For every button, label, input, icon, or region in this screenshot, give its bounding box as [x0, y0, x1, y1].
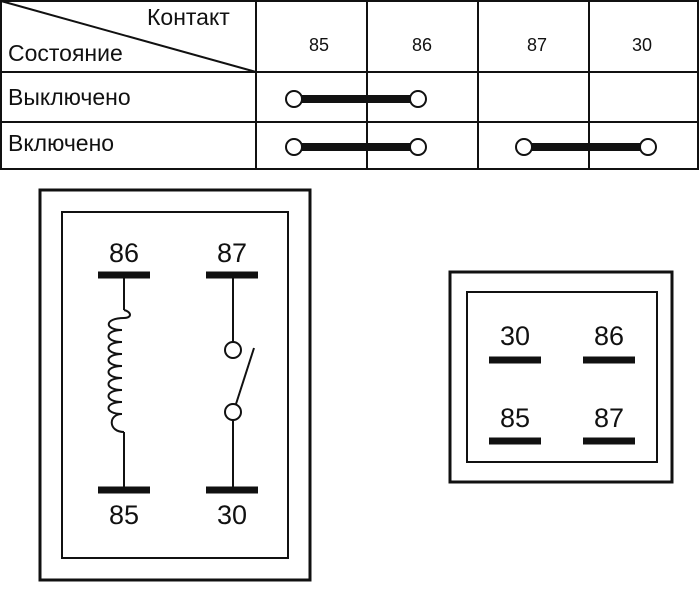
pin-header-86: 86: [411, 35, 433, 55]
state-on-label: Включено: [8, 130, 115, 156]
row-on-connection-85-86: [285, 138, 427, 156]
pin-header-87: 87: [526, 35, 548, 55]
pinout-pin-85: 85: [499, 403, 531, 433]
schematic-pin-85: 85: [108, 500, 140, 530]
state-off-label: Выключено: [8, 84, 131, 110]
row-off-connection-85-86: [285, 90, 427, 108]
switch-contact-bottom-icon: [224, 403, 242, 421]
pinout-pin-86: 86: [593, 321, 625, 351]
schematic-pin-86: 86: [108, 238, 140, 268]
coil-icon: [107, 317, 125, 433]
row-on-connection-87-30: [515, 138, 657, 156]
header-diagonal: [0, 0, 257, 73]
pinout-box: [448, 270, 674, 484]
coil-circuit: [98, 271, 150, 494]
switch-lever-icon: [235, 347, 255, 405]
table-border: [0, 0, 699, 170]
schematic-pin-30: 30: [216, 500, 248, 530]
schematic-pin-87: 87: [216, 238, 248, 268]
pin-header-85: 85: [308, 35, 330, 55]
schematic-box: [38, 188, 312, 582]
header-contact: Контакт: [147, 4, 230, 30]
pinout-pin-87: 87: [593, 403, 625, 433]
pinout-pin-30: 30: [499, 321, 531, 351]
switch-circuit: [206, 271, 258, 494]
header-state: Состояние: [8, 40, 123, 66]
pinout-pins: [489, 356, 635, 445]
pin-header-30: 30: [631, 35, 653, 55]
switch-contact-top-icon: [224, 341, 242, 359]
